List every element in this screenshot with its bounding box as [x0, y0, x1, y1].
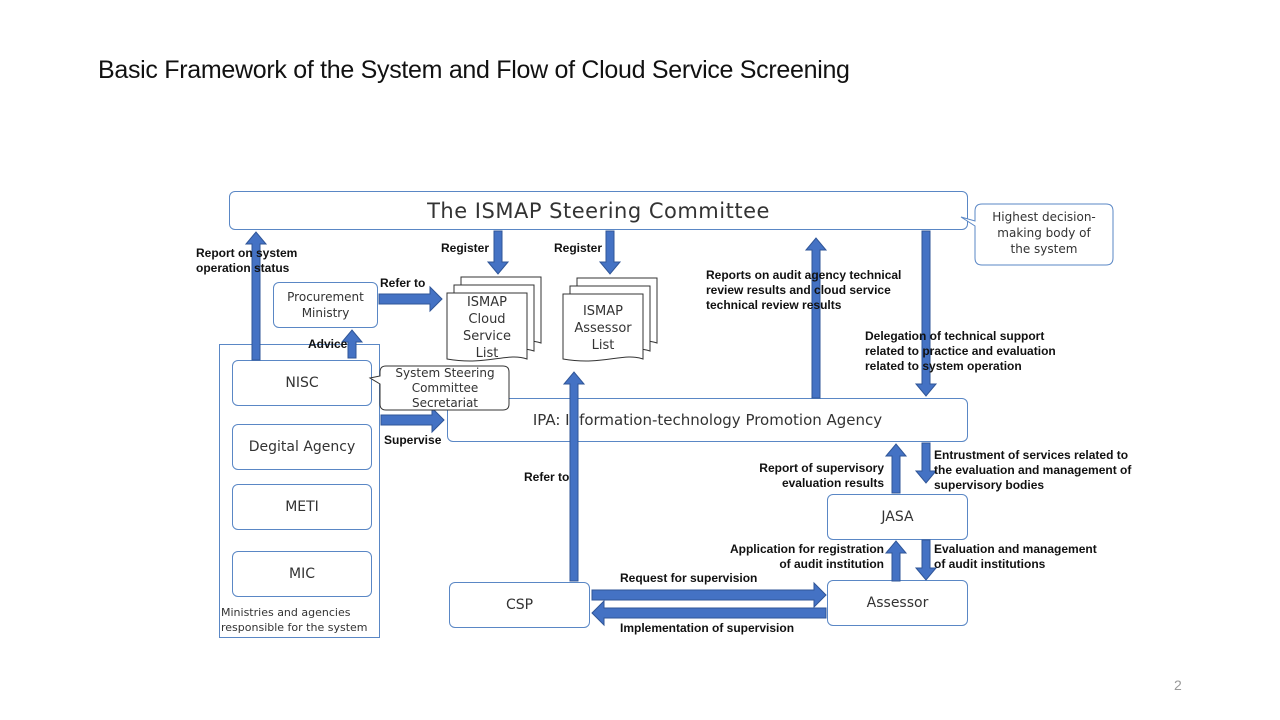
- assessor-box: Assessor: [827, 580, 968, 626]
- label-request-supervision: Request for supervision: [620, 571, 758, 585]
- steering-committee-box: The ISMAP Steering Committee: [229, 191, 968, 230]
- arrow-advice: [340, 329, 364, 359]
- arrow-reports-audit: [804, 237, 828, 399]
- page-number: 2: [1174, 677, 1182, 693]
- label-advice: Advice: [308, 337, 348, 351]
- cloud-list-line-4: List: [476, 346, 499, 361]
- label-delegation: Delegation of technical support related …: [865, 329, 1056, 373]
- secretariat-line-2: Committee: [412, 381, 479, 395]
- ipa-box: IPA: Information-technology Promotion Ag…: [447, 398, 968, 442]
- label-register-1: Register: [441, 241, 490, 255]
- secretariat-line-1: System Steering: [395, 366, 494, 380]
- label-reports-audit: Reports on audit agency technical review…: [706, 268, 902, 312]
- arrow-register-2: [598, 230, 622, 275]
- label-entrustment: Entrustment of services related to the e…: [934, 448, 1132, 492]
- ministries-group-label: Ministries and agencies responsible for …: [221, 606, 368, 634]
- arrows: [244, 230, 938, 627]
- procurement-line-1: Procurement: [287, 290, 364, 304]
- meti-box: METI: [232, 484, 372, 530]
- label-register-2: Register: [554, 241, 603, 255]
- cloud-service-list-doc: [446, 276, 542, 362]
- label-refer-to-2: Refer to: [524, 470, 570, 484]
- highest-decision-line-1: Highest decision-: [992, 210, 1096, 224]
- label-evaluation-mgmt: Evaluation and management of audit insti…: [934, 542, 1097, 571]
- arrow-request-supervision: [591, 581, 827, 609]
- secretariat-callout: [368, 365, 510, 411]
- arrow-refer-to-1: [378, 285, 443, 313]
- label-refer-to-1: Refer to: [380, 276, 426, 290]
- label-report-status: Report on system operation status: [196, 246, 298, 275]
- cloud-list-line-2: Cloud: [468, 312, 505, 327]
- slide-title: Basic Framework of the System and Flow o…: [98, 56, 850, 84]
- highest-decision-callout: [960, 203, 1114, 266]
- assessor-list-doc: [562, 277, 658, 362]
- nisc-box: NISC: [232, 360, 372, 406]
- label-report-supervisory: Report of supervisory evaluation results: [759, 461, 884, 490]
- procurement-line-2: Ministry: [301, 306, 350, 320]
- steering-committee-label: The ISMAP Steering Committee: [427, 198, 770, 223]
- arrow-entrustment: [914, 442, 938, 484]
- highest-decision-line-2: making body of: [997, 226, 1091, 240]
- cloud-list-line-1: ISMAP: [467, 295, 507, 310]
- assessor-list-line-1: ISMAP: [583, 304, 623, 319]
- label-implementation-supervision: Implementation of supervision: [620, 621, 795, 635]
- procurement-ministry-box: Procurement Ministry: [273, 282, 378, 328]
- arrow-supervise: [380, 406, 445, 434]
- arrow-implementation-supervision: [591, 599, 827, 627]
- assessor-list-line-2: Assessor: [574, 321, 632, 336]
- mic-box: MIC: [232, 551, 372, 597]
- arrow-delegation: [914, 230, 938, 397]
- arrow-application: [884, 540, 908, 582]
- jasa-box: JASA: [827, 494, 968, 540]
- assessor-list-line-3: List: [592, 338, 615, 353]
- arrow-evaluation: [914, 539, 938, 581]
- arrow-report-status: [244, 231, 268, 361]
- highest-decision-line-3: the system: [1011, 242, 1078, 256]
- digital-agency-box: Degital Agency: [232, 424, 372, 470]
- label-application: Application for registration of audit in…: [729, 542, 884, 571]
- cloud-list-line-3: Service: [463, 329, 511, 344]
- secretariat-line-3: Secretariat: [412, 396, 478, 410]
- label-supervise: Supervise: [384, 433, 442, 447]
- arrow-register-1: [486, 230, 510, 275]
- arrow-report-supervisory: [884, 443, 908, 494]
- csp-box: CSP: [449, 582, 590, 628]
- arrow-refer-to-2: [562, 371, 586, 582]
- ministries-group-box: [219, 344, 380, 638]
